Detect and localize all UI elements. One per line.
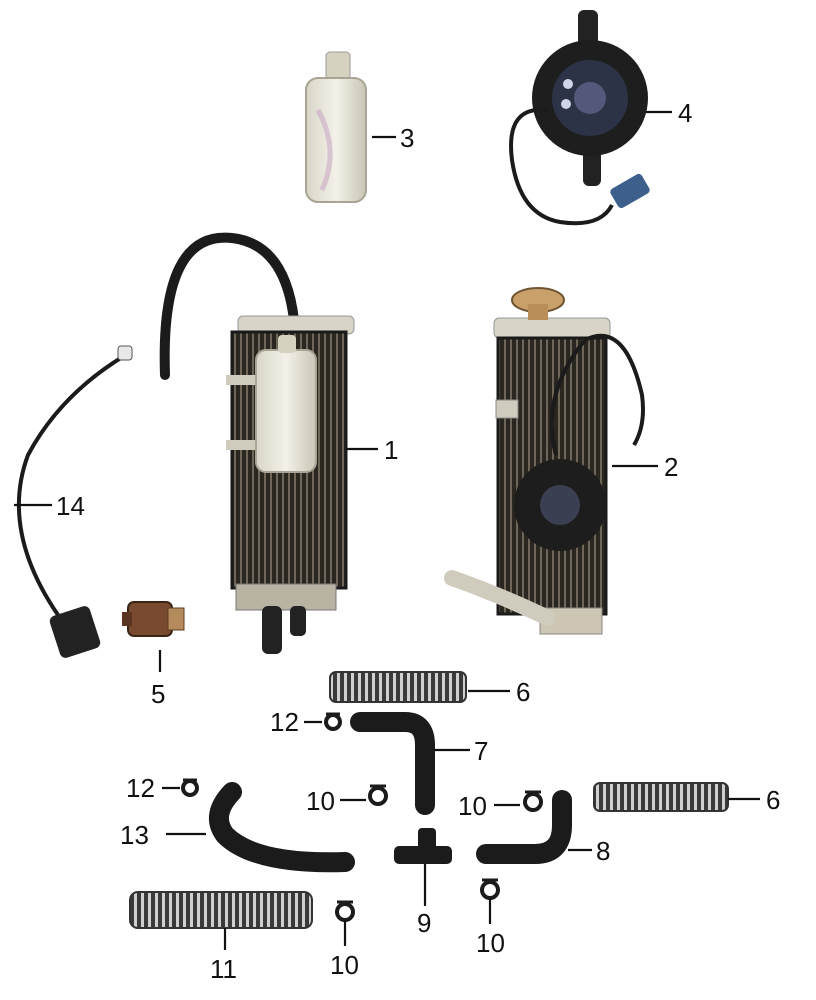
callout-12-lower: 12 [126,773,155,803]
callout-5: 5 [151,679,165,709]
spring-guard-part [593,782,729,812]
callout-6-right: 6 [766,785,780,815]
hose-clamp-part [523,790,543,812]
callout-10-right: 10 [458,791,487,821]
callout-12-upper: 12 [270,707,299,737]
callout-10-lower-left: 10 [330,950,359,980]
reservoir-bottle-part [305,51,367,203]
hose-clamp-part [181,778,199,797]
hose-clamp-part [335,900,355,922]
callout-10-center: 10 [306,786,335,816]
callout-14: 14 [56,491,85,521]
callout-13: 13 [120,820,149,850]
callout-11: 11 [210,954,237,984]
callout-1: 1 [384,435,398,465]
callout-8: 8 [596,836,610,866]
callout-3: 3 [400,123,414,153]
callout-9: 9 [417,908,431,938]
tee-joint-part [394,828,452,864]
wire-harness-part [16,345,133,658]
callout-6-upper: 6 [516,677,530,707]
callout-2: 2 [664,452,678,482]
callout-4: 4 [678,98,692,128]
left-radiator-part [159,232,355,654]
callout-10-lower-right: 10 [476,928,505,958]
hose-clamp-part [480,878,500,900]
curved-hose-part [208,782,355,873]
right-radiator-part [444,287,645,635]
hose-clamp-part [324,712,342,731]
bent-hose-part [350,712,435,815]
temperature-switch-part [122,601,185,637]
bent-hose-part [476,790,572,864]
callout-7: 7 [474,736,488,766]
spring-guard-part [329,671,467,703]
hose-clamp-part [368,784,388,806]
leader-lines [14,110,760,950]
cooling-fan-part [509,10,650,226]
spring-guard-part [129,891,313,929]
